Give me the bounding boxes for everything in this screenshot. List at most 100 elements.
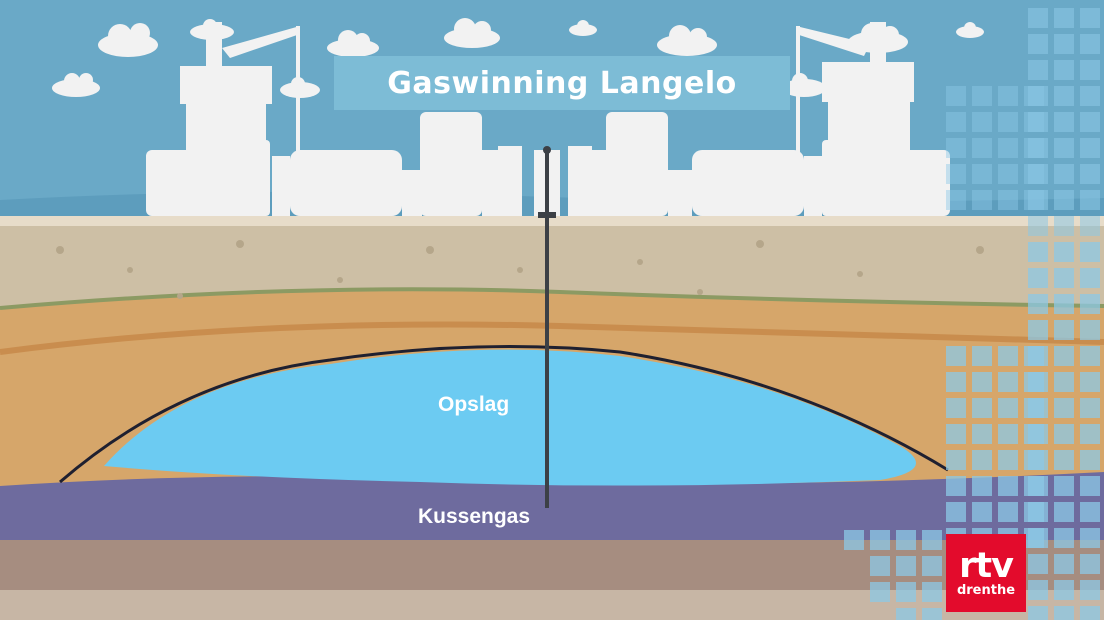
grid-square bbox=[896, 608, 916, 620]
cloud bbox=[444, 18, 500, 48]
grid-square bbox=[1028, 606, 1048, 620]
grid-square bbox=[896, 530, 916, 550]
grid-square bbox=[946, 450, 966, 470]
grid-square bbox=[972, 190, 992, 210]
grid-square bbox=[1080, 34, 1100, 54]
cloud bbox=[956, 22, 984, 38]
grid-square bbox=[1024, 138, 1044, 158]
grid-square bbox=[1080, 190, 1100, 210]
grid-square bbox=[946, 86, 966, 106]
grid-square bbox=[1024, 346, 1044, 366]
grid-square bbox=[1054, 476, 1074, 496]
grid-square bbox=[1028, 86, 1048, 106]
grid-square bbox=[946, 112, 966, 132]
grid-square bbox=[1054, 242, 1074, 262]
grid-square bbox=[1054, 34, 1074, 54]
grid-square bbox=[998, 476, 1018, 496]
grid-square bbox=[1024, 372, 1044, 392]
grid-square bbox=[1028, 268, 1048, 288]
rtv-drenthe-logo: rtv drenthe bbox=[946, 534, 1026, 612]
grid-square bbox=[922, 582, 942, 602]
cloud bbox=[569, 20, 597, 36]
grid-square bbox=[1054, 502, 1074, 522]
grid-square bbox=[1054, 8, 1074, 28]
surface-strip bbox=[0, 216, 1104, 226]
wellhead-icon bbox=[543, 146, 551, 154]
deepest-layer bbox=[0, 590, 1104, 620]
grid-square bbox=[1028, 112, 1048, 132]
grid-square bbox=[1054, 554, 1074, 574]
grid-square bbox=[998, 190, 1018, 210]
title-banner: Gaswinning Langelo bbox=[334, 56, 790, 110]
logo-main-text: rtv bbox=[959, 545, 1014, 586]
grid-square bbox=[1054, 190, 1074, 210]
grid-square bbox=[972, 346, 992, 366]
grid-square bbox=[946, 424, 966, 444]
grid-square bbox=[1080, 528, 1100, 548]
grid-square bbox=[1054, 398, 1074, 418]
grid-square bbox=[972, 476, 992, 496]
grid-square bbox=[1080, 554, 1100, 574]
grid-square bbox=[946, 346, 966, 366]
grid-square bbox=[1024, 502, 1044, 522]
grid-square bbox=[1080, 502, 1100, 522]
grid-square bbox=[1024, 528, 1044, 548]
grid-square bbox=[1054, 294, 1074, 314]
grid-square bbox=[998, 138, 1018, 158]
grid-square bbox=[1054, 346, 1074, 366]
grid-square bbox=[1024, 450, 1044, 470]
grid-square bbox=[1080, 346, 1100, 366]
grid-square bbox=[1054, 86, 1074, 106]
cloud bbox=[657, 25, 717, 56]
grid-square bbox=[1028, 580, 1048, 600]
grid-square bbox=[1080, 580, 1100, 600]
sand-layer-stripe bbox=[0, 321, 1104, 355]
grid-square bbox=[1080, 294, 1100, 314]
page-title: Gaswinning Langelo bbox=[387, 65, 737, 101]
grid-square bbox=[1080, 450, 1100, 470]
grid-square bbox=[1080, 268, 1100, 288]
grid-square bbox=[998, 502, 1018, 522]
grid-square bbox=[946, 398, 966, 418]
grid-square bbox=[998, 112, 1018, 132]
grid-square bbox=[922, 530, 942, 550]
grid-square bbox=[1024, 164, 1044, 184]
grid-square bbox=[1080, 8, 1100, 28]
grid-square bbox=[972, 398, 992, 418]
grid-square bbox=[1054, 216, 1074, 236]
grid-square bbox=[1028, 138, 1048, 158]
grid-square bbox=[946, 476, 966, 496]
grid-square bbox=[1024, 112, 1044, 132]
grid-square bbox=[844, 530, 864, 550]
grid-square bbox=[1080, 112, 1100, 132]
cushion-gas-label: Kussengas bbox=[418, 505, 531, 528]
grid-square bbox=[1054, 424, 1074, 444]
grid-square bbox=[896, 582, 916, 602]
logo-sub-text: drenthe bbox=[956, 582, 1016, 598]
grid-square bbox=[1054, 372, 1074, 392]
grid-square bbox=[1024, 190, 1044, 210]
grid-square bbox=[972, 450, 992, 470]
grid-square bbox=[1054, 60, 1074, 80]
grid-square bbox=[1028, 242, 1048, 262]
grid-square bbox=[972, 138, 992, 158]
grid-square bbox=[946, 190, 966, 210]
grid-square bbox=[998, 398, 1018, 418]
grid-square bbox=[998, 424, 1018, 444]
grid-square bbox=[1054, 112, 1074, 132]
grid-square bbox=[1028, 164, 1048, 184]
grid-square bbox=[1080, 242, 1100, 262]
grid-square bbox=[1080, 476, 1100, 496]
grid-square bbox=[1080, 138, 1100, 158]
grid-square bbox=[1080, 320, 1100, 340]
grid-square bbox=[946, 138, 966, 158]
grid-square bbox=[998, 86, 1018, 106]
grid-square bbox=[946, 372, 966, 392]
grid-square bbox=[972, 112, 992, 132]
grid-square bbox=[1080, 372, 1100, 392]
grid-square bbox=[1080, 424, 1100, 444]
cap-rock-line bbox=[59, 345, 949, 484]
grid-square bbox=[1080, 398, 1100, 418]
grid-square bbox=[1054, 320, 1074, 340]
